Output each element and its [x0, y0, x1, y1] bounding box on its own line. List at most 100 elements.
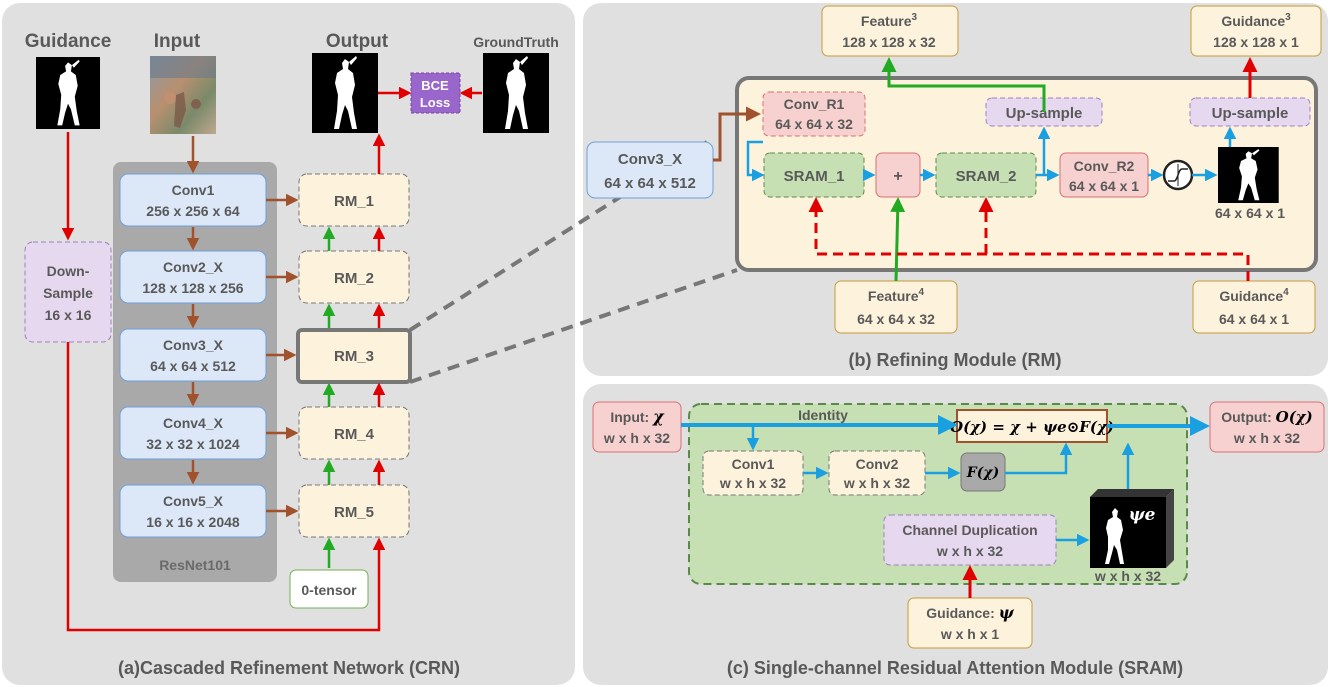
guidance4-box: Guidance4 64 x 64 x 1	[1192, 280, 1316, 334]
conv-r1-box: Conv_R1 64 x 64 x 32	[762, 91, 866, 137]
sram-conv1-name: Conv1	[732, 456, 775, 472]
rm-green-arrows	[881, 57, 1046, 282]
conv-block-5-dim: 16 x 16 x 2048	[146, 514, 240, 530]
downsample-line1: Down-	[47, 263, 90, 279]
rm-block-5-label: RM_5	[334, 504, 374, 521]
sram-guidance-box: Guidance: ψ w x h x 1	[907, 597, 1033, 649]
rm-red-arrows	[808, 57, 1258, 281]
conv-r2-dim: 64 x 64 x 1	[1069, 178, 1139, 194]
crn-caption: (a)Cascaded Refinement Network (CRN)	[118, 658, 460, 678]
sram-input-sym: χ	[652, 407, 665, 426]
feature4-name: Feature	[868, 288, 919, 304]
sram-input-dim: w x h x 32	[603, 430, 670, 446]
input-image	[150, 56, 216, 134]
conv-block-1-dim: 256 x 256 x 64	[146, 203, 240, 219]
zoom-line-bottom	[409, 268, 738, 384]
bce-label-line1: BCE	[421, 78, 449, 93]
svg-text:Guidance: ψ: Guidance: ψ	[926, 603, 1014, 622]
conv-r1-name: Conv_R1	[784, 96, 845, 112]
svg-text:Feature3: Feature3	[861, 12, 918, 29]
guidance3-dim: 128 x 128 x 1	[1213, 34, 1299, 50]
formula-box: O(χ) = χ + ψe⊙F(χ)	[950, 409, 1114, 443]
guidance4-sup: 4	[1283, 287, 1289, 298]
conv-block-1: Conv1 256 x 256 x 64	[119, 173, 267, 227]
downsample-line3: 16 x 16	[45, 307, 92, 323]
upsample-label-1: Up-sample	[1006, 105, 1083, 122]
conv-r1-dim: 64 x 64 x 32	[775, 116, 853, 132]
sram-output-sym: O(χ)	[1276, 408, 1313, 426]
downsample-box	[24, 241, 112, 343]
sram-guidance-dim: w x h x 1	[940, 626, 1000, 642]
rm-block-1-label: RM_1	[334, 193, 374, 210]
psi-e-label: ψe	[1129, 505, 1156, 525]
channel-dup-name: Channel Duplication	[902, 522, 1037, 538]
output-image	[312, 53, 378, 133]
guidance-label: Guidance	[25, 31, 112, 52]
fx-label: F(χ)	[966, 465, 999, 481]
conv-block-4-name: Conv4_X	[163, 415, 224, 431]
sram-conv1-box: Conv1 w x h x 32	[702, 450, 804, 496]
sram-output-dim: w x h x 32	[1233, 430, 1300, 446]
zero-tensor-box	[289, 569, 369, 609]
conv-block-2-dim: 128 x 128 x 256	[142, 280, 243, 296]
output-label: Output	[326, 31, 389, 52]
sram-output-name: Output:	[1221, 409, 1275, 425]
rm-output-dim: 64 x 64 x 1	[1215, 205, 1285, 221]
guidance3-name: Guidance	[1221, 13, 1285, 29]
conv-block-2-name: Conv2_X	[163, 259, 224, 275]
feature4-dim: 64 x 64 x 32	[857, 311, 935, 327]
rm-output-image	[1218, 147, 1279, 203]
guidance3-sup: 3	[1285, 12, 1291, 23]
rm-block-3-label: RM_3	[334, 348, 374, 365]
conv-r2-box: Conv_R2 64 x 64 x 1	[1059, 152, 1149, 198]
feature4-sup: 4	[919, 287, 925, 298]
sram-conv2-box: Conv2 w x h x 32	[828, 450, 926, 496]
rm-block-4-label: RM_4	[334, 426, 375, 443]
sram-input-name: Input:	[610, 409, 653, 425]
fx-box: F(χ)	[960, 452, 1006, 492]
backbone-arrows	[186, 136, 299, 518]
svg-text:Input: χ: Input: χ	[610, 407, 665, 426]
guidance3-box: Guidance3 128 x 128 x 1	[1190, 5, 1322, 57]
feature3-name: Feature	[861, 13, 912, 29]
feature3-box: Feature3 128 x 128 x 32	[821, 5, 959, 57]
svg-text:Feature4: Feature4	[868, 287, 925, 304]
guidance4-dim: 64 x 64 x 1	[1219, 311, 1289, 327]
rm-block-2: RM_2	[298, 250, 410, 304]
sram-caption: (c) Single-channel Residual Attention Mo…	[727, 658, 1183, 678]
sigmoid-icon	[1162, 159, 1194, 191]
sram-conv1-dim: w x h x 32	[719, 475, 786, 491]
rm-block-3: RM_3	[296, 328, 412, 384]
formula-text: O(χ) = χ + ψe⊙F(χ)	[950, 418, 1114, 436]
rm-block-5: RM_5	[298, 484, 410, 538]
sram2-label: SRAM_2	[956, 168, 1017, 185]
cube-dim: w x h x 32	[1094, 568, 1161, 584]
feature3-sup: 3	[912, 12, 918, 23]
channel-dup-box: Channel Duplication w x h x 32	[883, 514, 1057, 566]
bce-label-line2: Loss	[420, 95, 450, 110]
sram1-box: SRAM_1	[763, 152, 865, 198]
conv-block-4-dim: 32 x 32 x 1024	[146, 436, 240, 452]
conv-block-1-name: Conv1	[172, 182, 215, 198]
svg-text:Guidance3: Guidance3	[1221, 12, 1291, 29]
conv-block-3-dim: 64 x 64 x 512	[150, 358, 236, 374]
svg-text:Guidance4: Guidance4	[1219, 287, 1289, 304]
groundtruth-image	[483, 53, 549, 133]
upsample-box-2: Up-sample	[1189, 97, 1311, 127]
sram-conv2-dim: w x h x 32	[843, 475, 910, 491]
rm-block-2-label: RM_2	[334, 270, 374, 287]
plus-label: +	[893, 168, 902, 185]
conv-block-4: Conv4_X 32 x 32 x 1024	[119, 406, 267, 460]
rm-caption: (b) Refining Module (RM)	[849, 350, 1062, 370]
downsample-line2: Sample	[43, 285, 93, 301]
conv-block-3-name: Conv3_X	[163, 337, 224, 353]
conv-block-5: Conv5_X 16 x 16 x 2048	[119, 484, 267, 538]
conv-block-5-name: Conv5_X	[163, 493, 224, 509]
feature3-dim: 128 x 128 x 32	[842, 34, 936, 50]
conv-r2-name: Conv_R2	[1074, 158, 1135, 174]
conv-block-2: Conv2_X 128 x 128 x 256	[119, 250, 267, 304]
sram-guidance-sym: ψ	[999, 603, 1015, 622]
rm-block-4: RM_4	[298, 406, 410, 460]
identity-label: Identity	[798, 407, 848, 423]
